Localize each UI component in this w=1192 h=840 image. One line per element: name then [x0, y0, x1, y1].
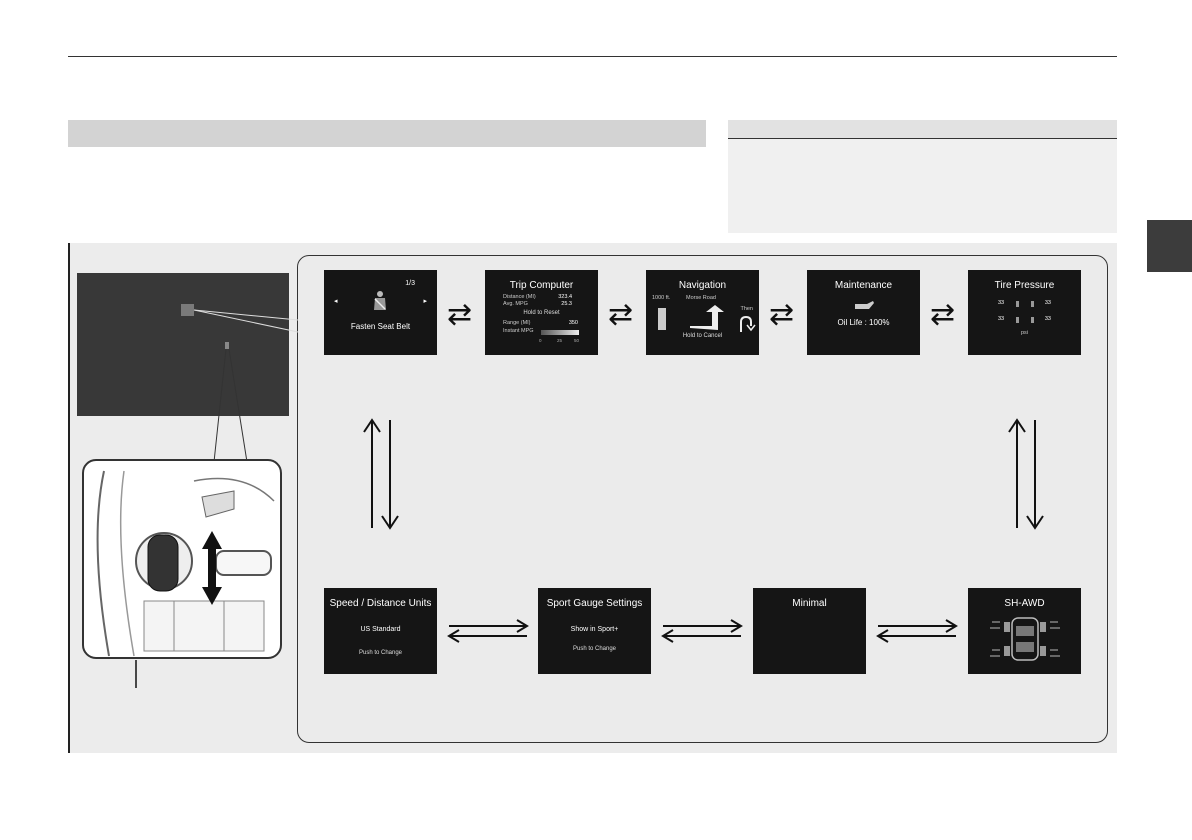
screen-sh-awd: SH-AWD: [968, 588, 1081, 674]
minimal-title: Minimal: [792, 598, 827, 609]
screen-speed-distance-units: Speed / Distance Units US Standard Push …: [324, 588, 437, 674]
steering-wheel-illustration: [96, 470, 275, 657]
tire-front-left: 33: [998, 300, 1005, 306]
arrow-sport-minimal: [661, 619, 743, 643]
page-counter: 1/3: [405, 280, 415, 287]
arrow-units-sport: [447, 619, 529, 643]
vertical-arrows-right: [1008, 418, 1044, 530]
arrow-navigation-maintenance: ⇄: [769, 298, 795, 331]
sh-awd-title: SH-AWD: [1004, 598, 1045, 609]
nav-road: Morse Road: [686, 295, 716, 301]
selector-highlight: [225, 342, 229, 349]
navigation-title: Navigation: [678, 280, 727, 291]
chapter-tab[interactable]: [1147, 220, 1192, 272]
screen-tire-pressure: Tire Pressure 33 33 33 33 psi: [968, 270, 1081, 355]
screen-maintenance: Maintenance Oil Life : 100%: [807, 270, 920, 355]
push-to-change-hint: Push to Change: [572, 646, 617, 652]
turn-right-icon: [690, 305, 724, 330]
sport-gauge-title: Sport Gauge Settings: [546, 598, 643, 609]
screen-sport-gauge-settings: Sport Gauge Settings Show in Sport+ Push…: [538, 588, 651, 674]
awd-vehicle-icon: [990, 617, 1060, 661]
chevron-left-icon: ◂: [334, 298, 338, 305]
arrow-seatbelt-trip: ⇄: [447, 298, 473, 331]
arrow-maintenance-tire: ⇄: [930, 298, 956, 331]
range-label: Range (MI): [503, 320, 531, 326]
display-highlight: [181, 304, 194, 316]
avg-mpg-label: Avg. MPG: [503, 301, 528, 307]
push-to-change-hint: Push to Change: [358, 650, 403, 656]
arrow-trip-navigation: ⇄: [608, 298, 634, 331]
seatbelt-icon: [374, 291, 386, 310]
hold-to-reset-hint: Hold to Reset: [523, 310, 560, 316]
tire-rear-right: 33: [1044, 316, 1051, 322]
tire-front-right: 33: [1044, 300, 1051, 306]
note-box-header: [728, 120, 1117, 138]
vertical-arrows-left: [363, 418, 399, 530]
oil-life: Oil Life : 100%: [837, 318, 890, 327]
nav-then: Then: [740, 306, 753, 312]
screen-seatbelt: 1/3 ◂ ▸ Fasten Seat Belt: [324, 270, 437, 355]
distance-gauge: [658, 308, 666, 330]
maintenance-title: Maintenance: [834, 280, 893, 291]
distance-value: 323.4: [558, 294, 572, 300]
arrow-minimal-shawd: [876, 619, 958, 643]
scale-25: 25: [557, 338, 563, 343]
oil-can-icon: [855, 301, 874, 309]
instrument-panel-illustration: [77, 273, 289, 416]
chevron-right-icon: ▸: [423, 298, 427, 305]
tire-unit: psi: [1020, 330, 1029, 336]
speed-units-value: US Standard: [360, 626, 401, 633]
screen-navigation: Navigation 1000 ft. Morse Road Then Hold…: [646, 270, 759, 355]
nav-distance: 1000 ft.: [652, 295, 671, 301]
hold-to-cancel-hint: Hold to Cancel: [682, 333, 723, 339]
scale-50: 50: [574, 338, 580, 343]
range-value: 350: [568, 320, 578, 326]
speed-units-title: Speed / Distance Units: [329, 598, 432, 609]
sport-gauge-value: Show in Sport+: [570, 626, 619, 633]
seatbelt-label: Fasten Seat Belt: [350, 322, 411, 331]
scale-0: 0: [539, 338, 542, 343]
note-box-rule: [728, 138, 1117, 139]
distance-label: Distance (MI): [503, 294, 536, 300]
screen-trip-computer: Trip Computer Distance (MI) 323.4 Avg. M…: [485, 270, 598, 355]
tire-title: Tire Pressure: [994, 280, 1055, 291]
instant-mpg-bar: [541, 330, 579, 335]
u-turn-icon: [740, 315, 756, 332]
steering-switch-closeup: [82, 459, 282, 659]
trip-title: Trip Computer: [509, 280, 574, 291]
section-heading-bar: [68, 120, 706, 147]
tire-rear-left: 33: [998, 316, 1005, 322]
car-outline-icon: [1016, 301, 1034, 323]
screen-minimal: Minimal: [753, 588, 866, 674]
header-rule: [68, 56, 1117, 57]
instant-mpg-label: Instant MPG: [503, 328, 534, 334]
avg-mpg-value: 25.3: [561, 301, 572, 307]
